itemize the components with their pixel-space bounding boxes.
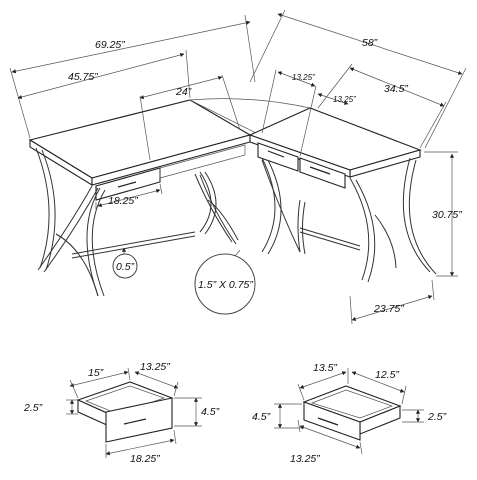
right-drawer-detail-handle <box>317 417 339 426</box>
dim-right-drawer-front-width: 13.25” <box>290 453 320 465</box>
right-drawer-detail: 13.5” 12.5” 4.5” 2.5” 13.25” <box>252 362 447 465</box>
open-shelf <box>159 144 246 179</box>
right-drawer-2-handle <box>309 166 331 175</box>
dim-right-depth: 23.75” <box>373 303 404 315</box>
dim-right-drawer-outer-height: 4.5” <box>252 411 271 423</box>
callout-frame-thickness <box>112 247 138 279</box>
dim-left-drawer-depth: 13.25” <box>140 361 170 373</box>
left-drawer-detail: 15” 13.25” 2.5” 4.5” 18.25” <box>23 361 220 465</box>
dim-corner-drawer-depth-a: 13.25” <box>292 73 315 82</box>
dim-right-wing-width: 34.5” <box>384 83 408 95</box>
dim-left-drawer-top-width: 15” <box>88 367 104 379</box>
left-drawer-handle <box>117 181 137 188</box>
right-crossbar <box>299 227 361 247</box>
left-legs <box>35 147 239 297</box>
dim-left-drawer-inner-height: 2.5” <box>23 402 43 414</box>
dim-frame-thickness: 0.5” <box>116 261 135 273</box>
dim-right-width: 58” <box>362 37 378 49</box>
dim-left-drawer-width: 18.25” <box>108 195 138 207</box>
right-legs <box>261 157 437 283</box>
right-drawer-1-handle <box>267 150 285 158</box>
left-drawer-detail-handle <box>123 418 147 425</box>
dimension-lines-top <box>9 9 467 325</box>
dim-right-drawer-inner-height: 2.5” <box>427 411 447 423</box>
dim-left-drawer-outer-height: 4.5” <box>201 406 220 418</box>
dimension-labels: 69.25” 58” 45.75” 24” 13.25” 13.25” 34.5… <box>68 37 462 315</box>
dim-overall-width: 69.25” <box>95 39 125 51</box>
dim-desk-height: 30.75” <box>432 209 462 221</box>
dim-corner-drawer-depth-b: 13.25” <box>333 95 356 104</box>
right-drawer-2 <box>299 157 346 189</box>
dim-left-drawer-front-width: 18.25” <box>130 453 160 465</box>
dim-right-drawer-top-width: 13.5” <box>313 362 337 374</box>
dim-top-depth: 24” <box>175 86 192 98</box>
right-drawer-1 <box>257 142 299 172</box>
dim-right-drawer-depth: 12.5” <box>375 369 399 381</box>
dim-leg-profile: 1.5” X 0.75” <box>198 279 253 291</box>
callout-leg-profile <box>194 249 256 315</box>
left-crossbar <box>71 231 196 255</box>
dim-left-wing-width: 45.75” <box>68 71 98 83</box>
